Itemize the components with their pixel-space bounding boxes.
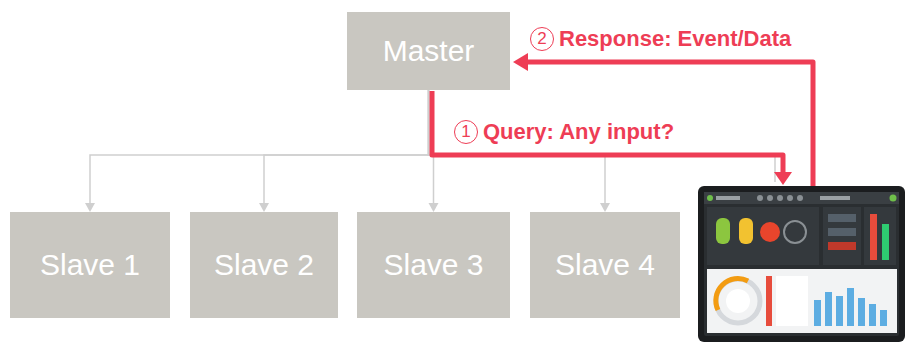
tree-connector — [259, 90, 429, 212]
slave-box: Slave 1 — [10, 212, 170, 318]
node-label: Slave 4 — [555, 248, 655, 282]
node-label: Slave 2 — [214, 248, 314, 282]
slave-box: Slave 4 — [530, 212, 680, 318]
slave-box: Slave 3 — [357, 212, 510, 318]
slave-box: Slave 2 — [190, 212, 338, 318]
signal-label: Query: Any input? — [483, 119, 674, 145]
callout-number: 1 — [454, 120, 478, 144]
node-label: Slave 3 — [383, 248, 483, 282]
tree-connector — [429, 90, 611, 212]
master-box: Master — [347, 12, 510, 90]
tree-connector — [85, 90, 429, 212]
node-label: Slave 1 — [40, 248, 140, 282]
signal-label: Response: Event/Data — [559, 26, 791, 52]
node-label: Master — [383, 34, 475, 68]
callout-number: 2 — [530, 27, 554, 51]
